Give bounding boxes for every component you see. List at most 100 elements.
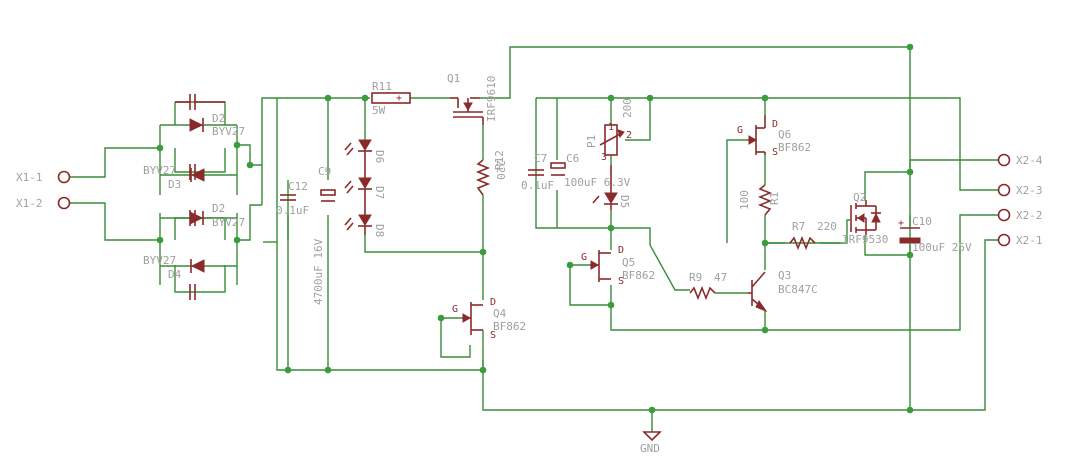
ground-symbol: GND	[640, 431, 662, 455]
svg-text:G: G	[581, 252, 587, 263]
junction-dot	[479, 248, 487, 256]
led-symbol	[344, 139, 372, 156]
led-string: D6 D7 D8	[344, 139, 386, 237]
svg-text:3: 3	[601, 152, 607, 163]
junction-dot	[761, 326, 769, 334]
connector-x1: X1-1 X1-2	[16, 170, 71, 210]
svg-text:1: 1	[608, 122, 614, 133]
diode-symbol	[189, 118, 204, 132]
resistor-r11: + R11 5W	[371, 80, 411, 117]
junction-dot	[906, 43, 914, 51]
connector-pin[interactable]	[997, 153, 1011, 167]
capacitor-c9: C9 4700uF 16V	[312, 165, 336, 305]
svg-text:S: S	[490, 330, 496, 341]
svg-text:S: S	[772, 147, 778, 158]
part-value: 100uF 6.3V	[564, 176, 631, 189]
part-label: R7	[792, 220, 805, 233]
junction-dot	[324, 366, 332, 374]
mosfet-q1: Q1 IRF9610	[447, 72, 498, 125]
part-label: R9	[689, 271, 702, 284]
svg-text:G: G	[452, 304, 458, 315]
connector-label: X2-3	[1016, 184, 1043, 197]
connector-pin[interactable]	[997, 208, 1011, 222]
junction-dot	[156, 144, 164, 152]
diode-symbol	[190, 259, 205, 273]
part-label: D6	[373, 150, 386, 163]
svg-text:2: 2	[626, 130, 632, 141]
bjt-q3: Q3 BC847C	[748, 269, 818, 313]
led-d5: D5	[592, 165, 631, 210]
junction-dot	[906, 251, 914, 259]
part-value: BF862	[622, 269, 655, 282]
part-value: 0.1uF	[521, 179, 554, 192]
svg-text:D: D	[772, 119, 778, 130]
part-value: BF862	[493, 320, 526, 333]
junction-dot	[646, 94, 654, 102]
part-value: BYV27	[143, 164, 176, 177]
junction-dot	[284, 366, 292, 374]
part-value: BYV27	[143, 254, 176, 267]
part-value: 5W	[372, 104, 386, 117]
junction-dot	[906, 406, 914, 414]
potentiometer-p1: 1 2 3 P1 200	[585, 98, 634, 163]
junction-dot	[607, 301, 615, 309]
connector-label: X2-4	[1016, 154, 1043, 167]
part-value: 4700uF 16V	[312, 238, 325, 305]
connector-pin[interactable]	[997, 233, 1011, 247]
part-value: 47	[714, 271, 727, 284]
part-label: C6	[566, 152, 579, 165]
capacitor-c10: + C10 100uF 25V	[898, 215, 972, 254]
junction-dot	[437, 314, 445, 322]
part-value: IRF9530	[842, 233, 888, 246]
led-symbol	[344, 214, 372, 231]
part-value: BC847C	[778, 283, 818, 296]
capacitor-c7: C7 0.1uF	[521, 152, 554, 192]
jfet-q6: G D S Q6 BF862	[737, 115, 811, 158]
ground-label: GND	[640, 442, 660, 455]
part-label: C12	[288, 180, 308, 193]
part-label: P1	[585, 135, 598, 148]
connector-label: X2-2	[1016, 209, 1043, 222]
part-label: D3	[168, 178, 181, 191]
connector-pin[interactable]	[57, 170, 71, 184]
part-label: Q6	[778, 128, 791, 141]
part-label: D7	[373, 186, 386, 199]
svg-text:+: +	[898, 218, 904, 229]
part-label: R11	[372, 80, 392, 93]
svg-text:G: G	[737, 125, 743, 136]
svg-text:+: +	[396, 93, 402, 104]
jfet-q4: G D S Q4 BF862	[452, 297, 526, 341]
diode-symbol	[189, 211, 204, 225]
svg-text:D: D	[490, 297, 496, 308]
capacitor-symbol	[189, 284, 196, 300]
junction-dot	[566, 261, 574, 269]
capacitor-c6: C6 100uF 6.3V	[550, 152, 631, 189]
part-label: C7	[534, 152, 547, 165]
part-label: Q4	[493, 307, 507, 320]
part-value: BF862	[778, 141, 811, 154]
part-label: D4	[168, 268, 182, 281]
connector-pin[interactable]	[997, 183, 1011, 197]
bridge-rectifier: D2 BYV27 BYV27 D3 D2 BYV27 BYV27 D4	[143, 94, 245, 300]
resistor-r9: R9 47	[689, 271, 727, 301]
capacitor-symbol	[189, 164, 196, 180]
junction-dot	[648, 406, 656, 414]
part-label: D5	[618, 195, 631, 208]
part-label: Q5	[622, 256, 635, 269]
junction-dot	[233, 236, 241, 244]
junction-dot	[156, 236, 164, 244]
connector-label: X1-2	[16, 197, 43, 210]
capacitor-symbol	[175, 94, 225, 110]
junction-dot	[233, 141, 241, 149]
part-value: 200	[621, 98, 634, 118]
connector-pin[interactable]	[57, 196, 71, 210]
junction-dot	[361, 94, 369, 102]
part-value: BYV27	[212, 216, 245, 229]
part-value: BYV27	[212, 125, 245, 138]
resistor-r1: R1 100	[738, 184, 781, 216]
part-label: D8	[373, 224, 386, 237]
junction-dot	[246, 161, 254, 169]
part-label: R12	[493, 150, 506, 170]
part-value: 100uF 25V	[912, 241, 972, 254]
part-label: Q3	[778, 269, 791, 282]
